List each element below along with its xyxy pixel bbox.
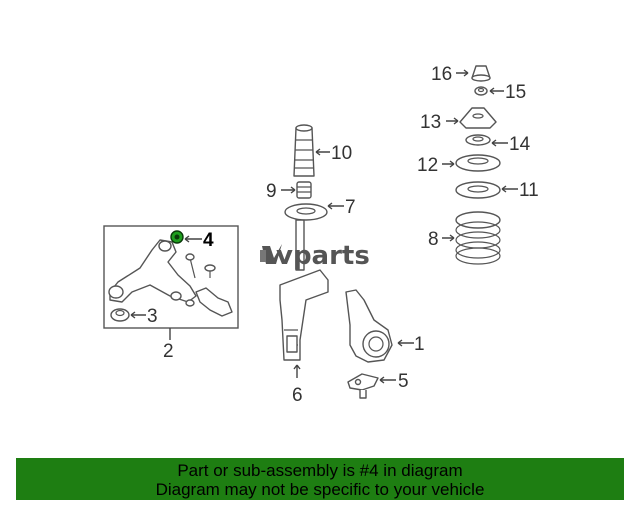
control-arm-assembly-box bbox=[103, 225, 239, 329]
ball-joint-part-5[interactable] bbox=[347, 373, 379, 399]
highlighted-part-4[interactable] bbox=[170, 230, 184, 244]
label-15: 15 bbox=[505, 82, 526, 103]
lower-control-arm[interactable] bbox=[108, 239, 197, 303]
label-8: 8 bbox=[428, 229, 439, 250]
label-6: 6 bbox=[292, 385, 303, 406]
label-5: 5 bbox=[398, 371, 409, 392]
strut-assembly-part-6[interactable] bbox=[279, 219, 329, 361]
label-11: 11 bbox=[519, 180, 539, 201]
bushing-part-3[interactable] bbox=[110, 308, 130, 322]
bolt-icon bbox=[170, 253, 216, 307]
strut-mount-part-13[interactable] bbox=[459, 107, 497, 129]
nut-part-15[interactable] bbox=[474, 86, 488, 96]
label-2: 2 bbox=[163, 341, 174, 362]
upper-spring-seat-part-11[interactable] bbox=[455, 181, 501, 199]
coil-spring-part-8[interactable] bbox=[455, 211, 501, 265]
label-4: 4 bbox=[203, 230, 214, 251]
steering-knuckle-part-1[interactable] bbox=[345, 289, 393, 363]
banner-line-1: Part or sub-assembly is #4 in diagram bbox=[177, 461, 463, 480]
info-banner: Part or sub-assembly is #4 in diagram Di… bbox=[16, 458, 624, 500]
bearing-part-14[interactable] bbox=[465, 134, 491, 146]
label-9: 9 bbox=[266, 181, 277, 202]
logo-text: vparts bbox=[276, 241, 370, 271]
label-1: 1 bbox=[414, 334, 425, 355]
vparts-logo: vparts bbox=[260, 241, 370, 271]
arm-bracket bbox=[195, 287, 233, 317]
label-10: 10 bbox=[331, 143, 352, 164]
label-12: 12 bbox=[417, 155, 438, 176]
cap-part-16[interactable] bbox=[471, 65, 491, 82]
parts-diagram: 3 4 2 6 1 5 7 9 bbox=[103, 64, 539, 406]
label-14: 14 bbox=[509, 134, 531, 155]
banner-line-2: Diagram may not be specific to your vehi… bbox=[155, 480, 485, 499]
label-16: 16 bbox=[431, 64, 452, 85]
label-3: 3 bbox=[147, 306, 158, 327]
insulator-part-12[interactable] bbox=[455, 154, 501, 172]
spring-seat-part-7[interactable] bbox=[284, 203, 328, 221]
dust-boot-part-10[interactable] bbox=[293, 124, 315, 177]
label-13: 13 bbox=[420, 112, 441, 133]
bump-stop-part-9[interactable] bbox=[296, 181, 312, 199]
label-7: 7 bbox=[345, 197, 356, 218]
